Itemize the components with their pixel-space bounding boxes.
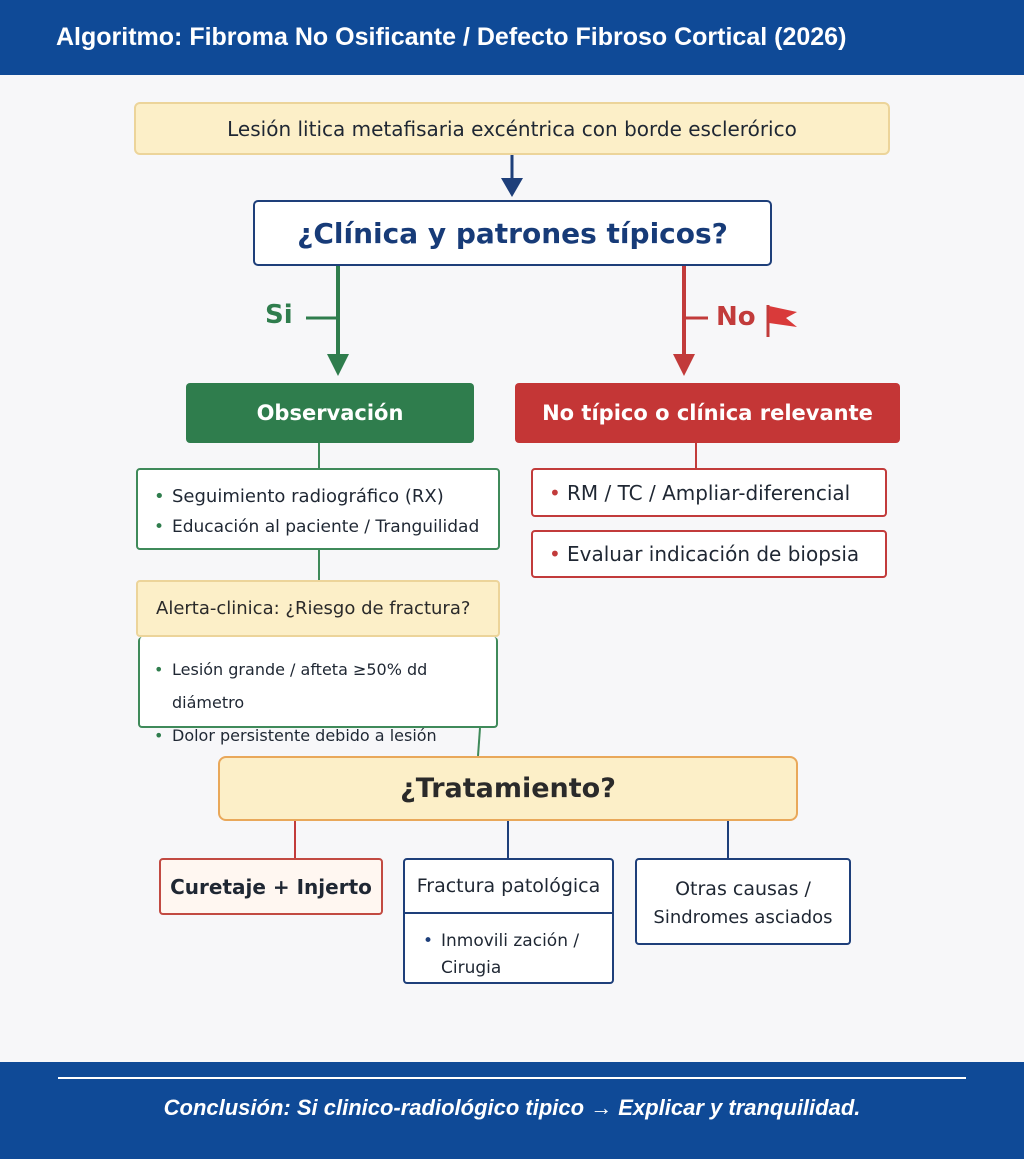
treatment-option-2-title: Fractura patológica <box>405 860 612 914</box>
treatment-title: ¿Tratamiento? <box>400 773 616 804</box>
no-label: No <box>716 302 756 332</box>
treatment-option-3-line-1: Otras causas / <box>675 878 811 900</box>
decision-box: ¿Clínica y patrones típicos? <box>253 200 772 266</box>
treatment-option-3-line-2: Sindromes asciados <box>653 907 833 928</box>
atypical-item-1: RM / TC / Ampliar-diferencial <box>549 481 850 505</box>
alert-title: Alerta-clinica: ¿Riesgo de fractura? <box>156 598 471 619</box>
arrowhead-no <box>673 354 695 376</box>
treatment-box: ¿Tratamiento? <box>218 756 798 821</box>
alert-list: Lesión grande / afteta ≥50% dd diámetro … <box>138 637 498 752</box>
arrowhead-start-decision <box>501 178 523 197</box>
alert-item-2: Dolor persistente debido a lesión <box>154 719 496 752</box>
start-text: Lesión litica metafisaria excéntrica con… <box>227 116 797 141</box>
yes-label: Si <box>265 300 293 330</box>
atypical-title: No típico o clínica relevante <box>542 401 873 425</box>
footer-rule <box>58 1077 966 1079</box>
observation-item-1: Seguimiento radiográfico (RX) <box>154 482 498 512</box>
treatment-option-2-item-1: Inmovili zación / Cirugia <box>423 928 612 982</box>
header-bar: Algoritmo: Fibroma No Osificante / Defec… <box>0 0 1024 75</box>
footer-conclusion: Conclusión: Si clinico-radiológico tipic… <box>163 1095 861 1120</box>
alert-box: Alerta-clinica: ¿Riesgo de fractura? <box>136 580 500 637</box>
observation-title: Observación <box>256 401 404 425</box>
alert-item-1: Lesión grande / afteta ≥50% dd diámetro <box>154 653 496 719</box>
atypical-item-box-1: RM / TC / Ampliar-diferencial <box>531 468 887 517</box>
observation-box: Observación <box>186 383 474 443</box>
red-flag-icon <box>766 305 797 337</box>
atypical-item-2: Evaluar indicación de biopsia <box>549 542 859 566</box>
arrowhead-yes <box>327 354 349 376</box>
atypical-item-box-2: Evaluar indicación de biopsia <box>531 530 887 578</box>
page-title: Algoritmo: Fibroma No Osificante / Defec… <box>56 23 847 51</box>
treatment-option-1: Curetaje + Injerto <box>159 858 383 915</box>
observation-item-2: Educación al paciente / Tranguilidad <box>154 512 498 542</box>
treatment-option-2: Fractura patológica Inmovili zación / Ci… <box>403 858 614 984</box>
treatment-option-3: Otras causas / Sindromes asciados <box>635 858 851 945</box>
observation-list: Seguimiento radiográfico (RX) Educación … <box>136 468 500 550</box>
decision-text: ¿Clínica y patrones típicos? <box>297 216 728 250</box>
footer-bar: Conclusión: Si clinico-radiológico tipic… <box>0 1062 1024 1159</box>
treatment-option-1-text: Curetaje + Injerto <box>170 874 372 899</box>
start-box: Lesión litica metafisaria excéntrica con… <box>134 102 890 155</box>
atypical-box: No típico o clínica relevante <box>515 383 900 443</box>
